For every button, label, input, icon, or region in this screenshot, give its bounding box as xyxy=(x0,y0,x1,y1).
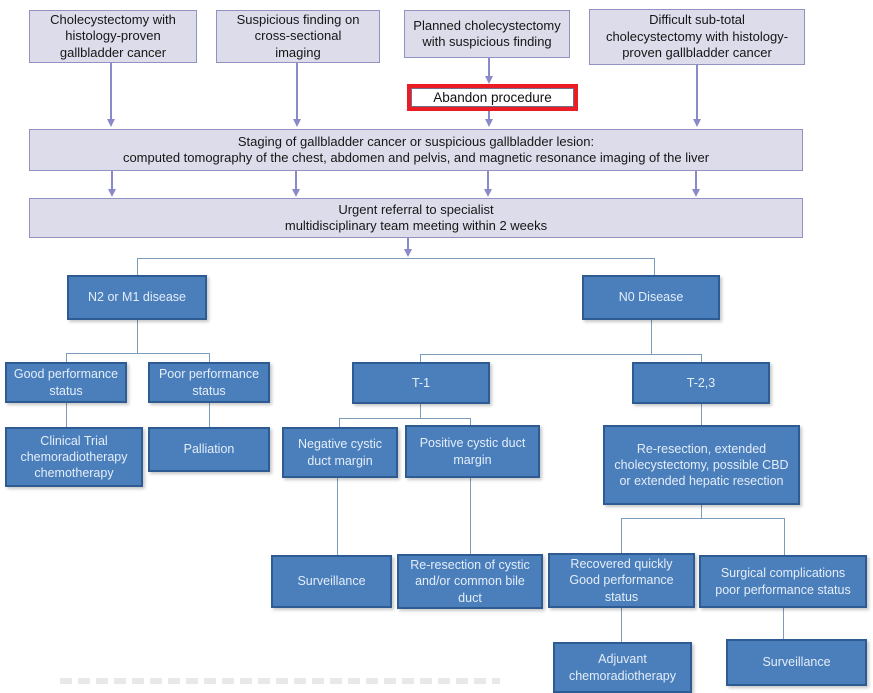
node-difficult-subtotal: Difficult sub-total cholecystectomy with… xyxy=(589,9,805,65)
abandon-procedure-highlight: Abandon procedure xyxy=(407,84,578,111)
tree-connector xyxy=(470,478,471,554)
tree-connector xyxy=(651,320,652,354)
tree-connector xyxy=(701,354,702,362)
node-t1: T-1 xyxy=(352,362,490,404)
tree-connector xyxy=(701,404,702,425)
node-n2-m1-disease: N2 or M1 disease xyxy=(67,275,207,320)
node-palliation: Palliation xyxy=(148,427,270,472)
tree-connector xyxy=(209,403,210,427)
connector-line xyxy=(487,171,489,190)
tree-connector xyxy=(621,518,785,519)
connector-line xyxy=(696,65,698,120)
node-re-resection-extended: Re-resection, extended cholecystectomy, … xyxy=(603,425,800,505)
tree-connector xyxy=(339,418,471,419)
tree-connector xyxy=(784,518,785,555)
node-positive-cystic-margin: Positive cystic duct margin xyxy=(405,425,540,478)
arrow-down-icon xyxy=(692,189,700,197)
connector-line xyxy=(695,171,697,190)
node-good-performance: Good performance status xyxy=(5,362,127,403)
tree-connector xyxy=(339,418,340,427)
arrow-down-icon xyxy=(108,189,116,197)
node-clinical-trial: Clinical Trial chemoradiotherapy chemoth… xyxy=(5,427,143,487)
arrow-down-icon xyxy=(292,189,300,197)
tree-connector xyxy=(701,505,702,518)
node-planned-cholecystectomy: Planned cholecystectomy with suspicious … xyxy=(404,10,570,58)
referral-box: Urgent referral to specialist multidisci… xyxy=(29,198,803,238)
tree-connector xyxy=(137,258,138,275)
connector-line xyxy=(407,238,409,250)
node-surveillance-t1: Surveillance xyxy=(271,555,392,608)
arrow-down-icon xyxy=(293,119,301,127)
arrow-down-icon xyxy=(484,189,492,197)
abandon-procedure-box: Abandon procedure xyxy=(411,88,574,107)
tree-connector xyxy=(420,354,421,362)
connector-line xyxy=(111,171,113,190)
connector-line xyxy=(488,111,490,120)
node-recovered-quickly: Recovered quickly Good performance statu… xyxy=(548,553,695,608)
tree-connector xyxy=(66,403,67,427)
node-poor-performance: Poor performance status xyxy=(148,362,270,403)
staging-box: Staging of gallbladder cancer or suspici… xyxy=(29,129,803,171)
node-negative-cystic-margin: Negative cystic duct margin xyxy=(282,427,398,478)
connector-line xyxy=(110,63,112,120)
tree-connector xyxy=(66,353,67,362)
tree-connector xyxy=(783,608,784,639)
connector-line xyxy=(488,58,490,78)
arrow-down-icon xyxy=(404,249,412,257)
tree-connector xyxy=(137,320,138,353)
tree-connector xyxy=(654,258,655,275)
arrow-down-icon xyxy=(107,119,115,127)
illegible-caption xyxy=(60,678,500,684)
connector-line xyxy=(296,63,298,120)
tree-connector xyxy=(209,353,210,362)
node-cholecystectomy-histology: Cholecystectomy with histology-proven ga… xyxy=(29,10,197,63)
tree-connector xyxy=(337,478,338,555)
node-t23: T-2,3 xyxy=(632,362,770,404)
node-n0-disease: N0 Disease xyxy=(582,275,720,320)
node-suspicious-imaging: Suspicious finding on cross-sectional im… xyxy=(216,10,380,63)
node-adjuvant-chemoradiotherapy: Adjuvant chemoradiotherapy xyxy=(553,642,692,693)
tree-connector xyxy=(420,354,702,355)
arrow-down-icon xyxy=(485,119,493,127)
tree-connector xyxy=(470,418,471,426)
tree-connector xyxy=(137,258,655,259)
node-surveillance-t23: Surveillance xyxy=(726,639,867,686)
tree-connector xyxy=(621,518,622,553)
node-surgical-complications: Surgical complications poor performance … xyxy=(699,555,867,608)
tree-connector xyxy=(621,608,622,642)
arrow-down-icon xyxy=(485,76,493,84)
tree-connector xyxy=(66,353,210,354)
arrow-down-icon xyxy=(693,119,701,127)
connector-line xyxy=(295,171,297,190)
node-re-resection-cystic: Re-resection of cystic and/or common bil… xyxy=(397,554,543,609)
tree-connector xyxy=(420,404,421,418)
